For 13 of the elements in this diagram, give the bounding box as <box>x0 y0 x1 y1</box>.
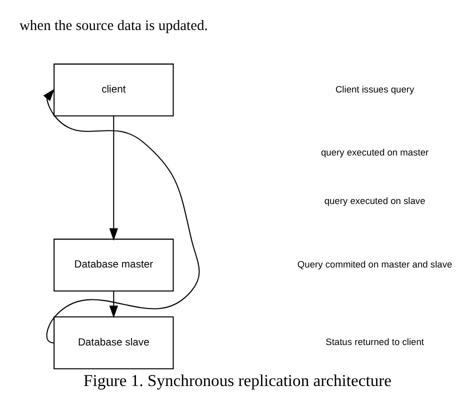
label: query executed on master <box>320 147 428 158</box>
caption: Figure 1. Synchronous replication architecture <box>83 371 391 390</box>
arrow <box>108 116 118 241</box>
label: Status returned to client <box>325 337 424 348</box>
label: Client issues query <box>334 84 414 94</box>
label: Query commited on master and slave <box>296 259 452 270</box>
arrow <box>42 88 200 344</box>
node-box: client <box>53 64 174 116</box>
label: when the source data is updated. <box>18 18 208 34</box>
node-box: Database master <box>53 238 174 292</box>
arrow <box>108 291 118 318</box>
label: query executed on slave <box>324 196 425 206</box>
node-box: Database slave <box>53 316 174 370</box>
